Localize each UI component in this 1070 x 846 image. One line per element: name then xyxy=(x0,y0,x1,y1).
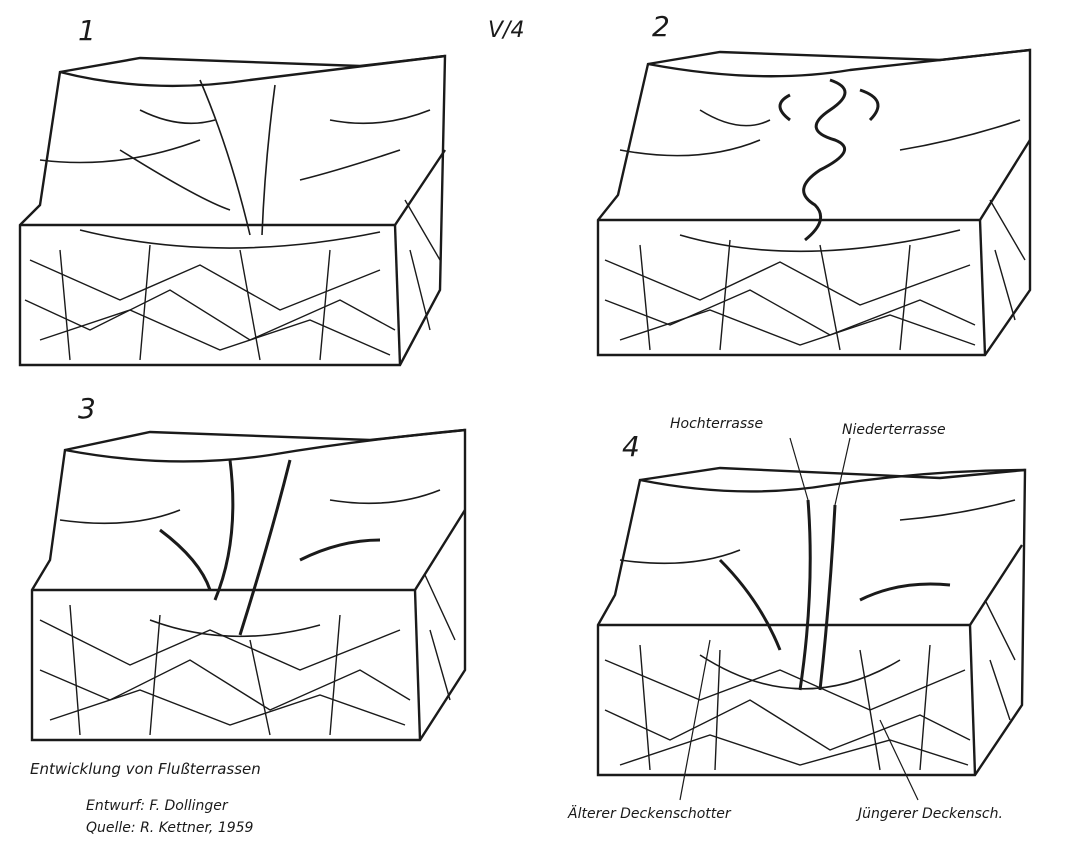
label-aelterer-deckenschotter: Älterer Deckenschotter xyxy=(568,806,731,822)
caption-title: Entwicklung von Flußterrassen xyxy=(30,760,261,778)
caption-author: Entwurf: F. Dollinger xyxy=(86,798,228,814)
label-juengerer-deckenschotter: Jüngerer Deckensch. xyxy=(858,806,1003,822)
caption-source: Quelle: R. Kettner, 1959 xyxy=(86,820,253,836)
label-niederterrasse: Niederterrasse xyxy=(842,422,946,438)
label-hochterrasse: Hochterrasse xyxy=(670,416,763,432)
